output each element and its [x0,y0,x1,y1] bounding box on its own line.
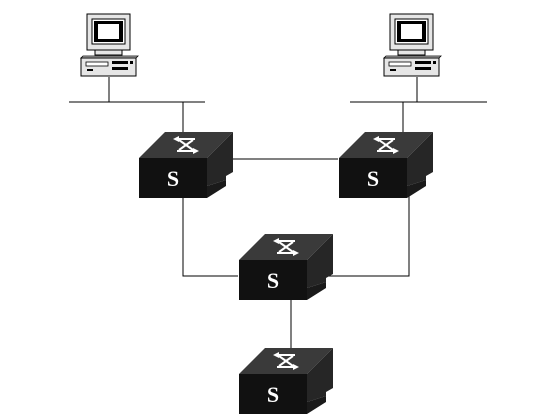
switch-middle[interactable]: S [239,234,333,300]
switch-bottom[interactable]: S [239,348,333,414]
switch-label: S [167,166,179,191]
switch-label: S [367,166,379,191]
link-switch-top-left-to-middle [183,192,238,276]
desktop-computer-icon[interactable] [384,14,441,76]
switch-top-right[interactable]: S [339,132,433,198]
switch-label: S [267,268,279,293]
link-switch-top-right-to-middle [327,188,409,276]
switch-top-left[interactable]: S [139,132,233,198]
desktop-computer-icon[interactable] [81,14,138,76]
switch-label: S [267,382,279,407]
